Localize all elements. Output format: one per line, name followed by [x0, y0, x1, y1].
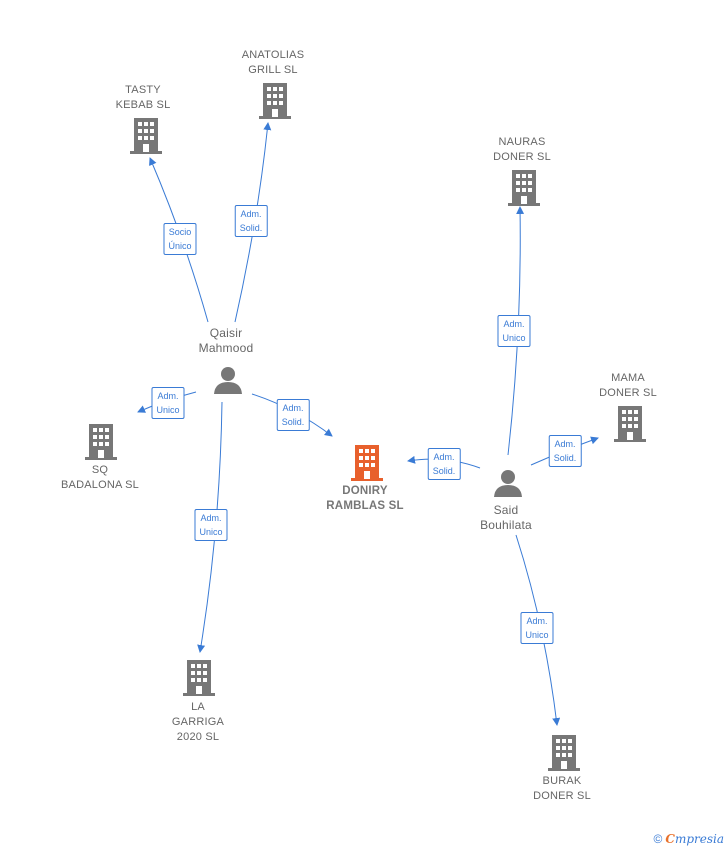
brand-initial: C — [665, 832, 675, 846]
label-line: GRILL SL — [248, 64, 298, 76]
label-line: BURAK — [542, 775, 582, 787]
person-label-qaisir-mahmood[interactable]: Qaisir Mahmood — [199, 326, 254, 356]
label-line: MAMA — [611, 372, 645, 384]
building-icon[interactable] — [85, 424, 117, 465]
building-icon[interactable] — [548, 735, 580, 776]
edge-label-line: Adm. — [503, 319, 525, 329]
edge-label-line: Solid. — [281, 417, 305, 427]
edge-label-line: Adm. — [200, 513, 222, 523]
edge-label-adm-solid: Adm. Solid. — [427, 448, 461, 480]
edge-label-line: Adm. — [240, 209, 262, 219]
edge-label-line: Socio — [168, 227, 192, 237]
edge-label-adm-solid: Adm. Solid. — [548, 435, 582, 467]
person-icon[interactable] — [493, 469, 523, 502]
person-icon[interactable] — [213, 366, 243, 399]
label-line: NAURAS — [498, 136, 546, 148]
label-line: RAMBLAS SL — [326, 500, 404, 512]
edge-label-line: Adm. — [526, 616, 548, 626]
company-label-burak-doner[interactable]: BURAK DONER SL — [533, 774, 591, 804]
edge-label-line: Adm. — [282, 403, 304, 413]
company-label-doniry-ramblas[interactable]: DONIRY RAMBLAS SL — [326, 484, 403, 514]
building-icon[interactable] — [614, 406, 646, 447]
edge-label-adm-unico: Adm. Unico — [151, 387, 185, 419]
label-line: ANATOLIAS — [241, 49, 305, 61]
label-line: DONER SL — [493, 151, 551, 163]
label-line: Said — [493, 503, 519, 517]
company-label-sq-badalona[interactable]: SQ BADALONA SL — [61, 463, 139, 493]
label-line: Bouhilata — [480, 518, 532, 532]
label-line: DONIRY — [342, 485, 388, 497]
edge-label-line: Unico — [156, 405, 180, 415]
edge-label-line: Unico — [502, 333, 526, 343]
edge-label-adm-solid: Adm. Solid. — [276, 399, 310, 431]
brand-footer[interactable]: ©Cmpresia — [654, 832, 724, 846]
edge-label-line: Solid. — [553, 453, 577, 463]
company-label-anatolias-grill[interactable]: ANATOLIAS GRILL SL — [242, 48, 305, 78]
edge-label-line: Adm. — [157, 391, 179, 401]
edge-label-line: Adm. — [554, 439, 576, 449]
edge-label-socio-unico: Socio Único — [163, 223, 197, 255]
label-line: GARRIGA — [171, 716, 225, 728]
building-icon[interactable] — [130, 118, 162, 159]
company-label-nauras-doner[interactable]: NAURAS DONER SL — [493, 135, 551, 165]
company-label-tasty-kebab[interactable]: TASTY KEBAB SL — [116, 83, 171, 113]
label-line: TASTY — [125, 84, 161, 96]
edge-label-line: Único — [168, 241, 192, 251]
edge-label-line: Solid. — [432, 466, 456, 476]
edge-label-line: Unico — [525, 630, 549, 640]
edge-label-line: Unico — [199, 527, 223, 537]
building-icon[interactable] — [183, 660, 215, 701]
edge-label-adm-solid: Adm. Solid. — [234, 205, 268, 237]
company-label-mama-doner[interactable]: MAMA DONER SL — [599, 371, 657, 401]
edge-label-line: Solid. — [239, 223, 263, 233]
building-icon[interactable] — [259, 83, 291, 124]
building-icon[interactable] — [351, 445, 383, 486]
label-line: Qaisir — [209, 326, 243, 340]
label-line: KEBAB SL — [115, 99, 171, 111]
label-line: DONER SL — [599, 387, 657, 399]
edge-label-line: Adm. — [433, 452, 455, 462]
edge-label-adm-unico: Adm. Unico — [194, 509, 228, 541]
edge-label-adm-unico: Adm. Unico — [497, 315, 531, 347]
label-line: 2020 SL — [176, 731, 220, 743]
label-line: Mahmood — [198, 341, 254, 355]
person-label-said-bouhilata[interactable]: Said Bouhilata — [480, 503, 532, 533]
company-label-la-garriga[interactable]: LA GARRIGA 2020 SL — [172, 700, 224, 745]
building-icon[interactable] — [508, 170, 540, 211]
copyright-icon: © — [653, 832, 663, 846]
label-line: DONER SL — [533, 790, 591, 802]
label-line: SQ — [91, 464, 109, 476]
label-line: BADALONA SL — [60, 479, 140, 491]
brand-name: mpresia — [674, 832, 724, 846]
edge-label-adm-unico: Adm. Unico — [520, 612, 554, 644]
label-line: LA — [191, 701, 205, 713]
